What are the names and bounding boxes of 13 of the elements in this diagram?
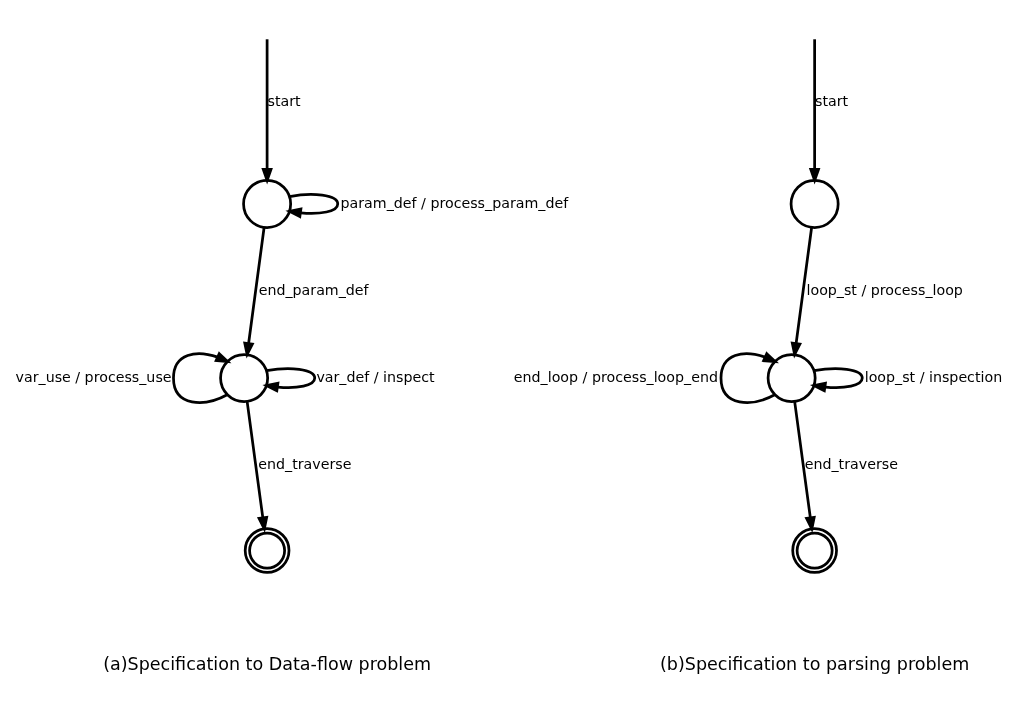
label: (a)Specification to Data-flow problem <box>102 653 431 674</box>
edge-label: var_use / process_use <box>15 368 172 385</box>
edge-label: end_traverse <box>804 455 898 472</box>
edge-label: start <box>267 92 301 109</box>
edge-label: end_param_def <box>258 281 369 298</box>
edge-label: end_loop / process_loop_end <box>513 368 718 385</box>
edge-label: start <box>814 92 848 109</box>
edge-label: param_def / process_param_def <box>340 194 568 211</box>
edge-label: end_traverse <box>257 455 351 472</box>
edge-label: loop_st / process_loop <box>805 281 963 298</box>
edge-label: loop_st / inspection <box>864 368 1002 385</box>
edge-label: var_def / inspect <box>315 368 435 385</box>
label: (b)Specification to parsing problem <box>659 653 969 674</box>
